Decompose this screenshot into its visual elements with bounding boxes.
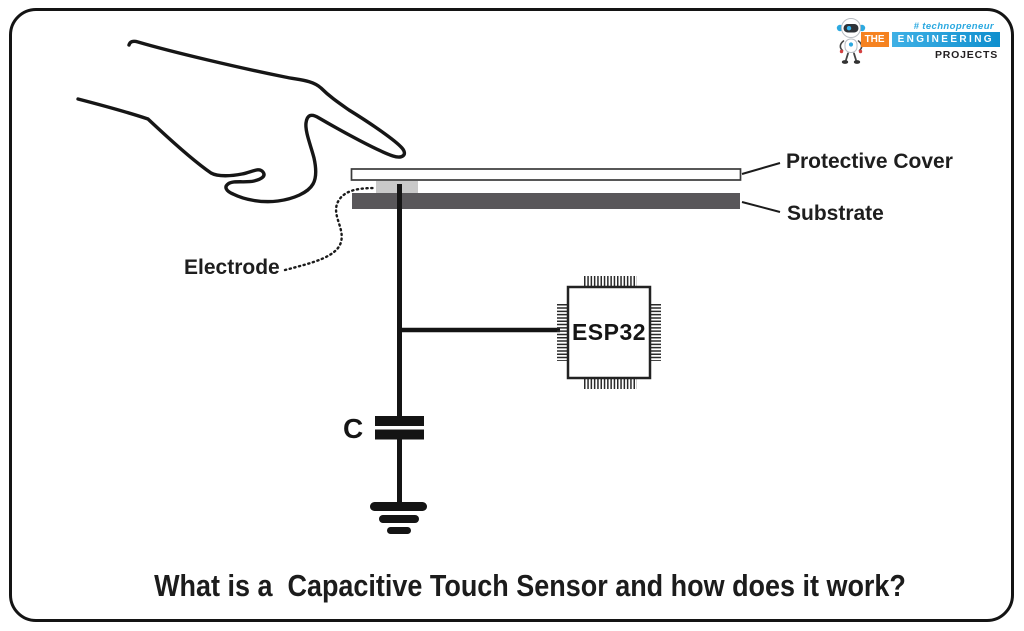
logo-wordmark: THE ENGINEERING	[860, 32, 1000, 47]
electrode-leader-dotted-line	[283, 186, 378, 272]
page-title: What is a Capacitive Touch Sensor and ho…	[154, 568, 906, 603]
substrate-leader-line	[741, 201, 781, 213]
esp32-label: ESP32	[571, 319, 647, 345]
chip-body	[566, 285, 652, 380]
chip-pins	[557, 276, 661, 389]
substrate-bar	[352, 193, 740, 209]
pointing-hand-icon	[76, 39, 407, 204]
logo-word-projects: PROJECTS	[935, 49, 998, 61]
brand-logo: # technopreneur THE ENGINEERING PROJECTS	[836, 16, 1000, 68]
protective-cover-bar	[350, 168, 742, 181]
electrode-label: Electrode	[184, 256, 280, 279]
protective-cover-leader-line	[741, 162, 781, 175]
logo-word-engineering: ENGINEERING	[891, 32, 1000, 47]
capacitor-label: C	[343, 413, 364, 444]
logo-tagline: # technopreneur	[913, 21, 994, 32]
protective-cover-label: Protective Cover	[786, 150, 953, 173]
capacitor-symbol	[375, 416, 424, 440]
ground-symbol	[370, 502, 427, 534]
logo-word-the: THE	[860, 32, 889, 47]
esp32-chip	[557, 276, 661, 389]
substrate-label: Substrate	[787, 202, 884, 225]
robot-mascot-icon	[836, 18, 866, 64]
